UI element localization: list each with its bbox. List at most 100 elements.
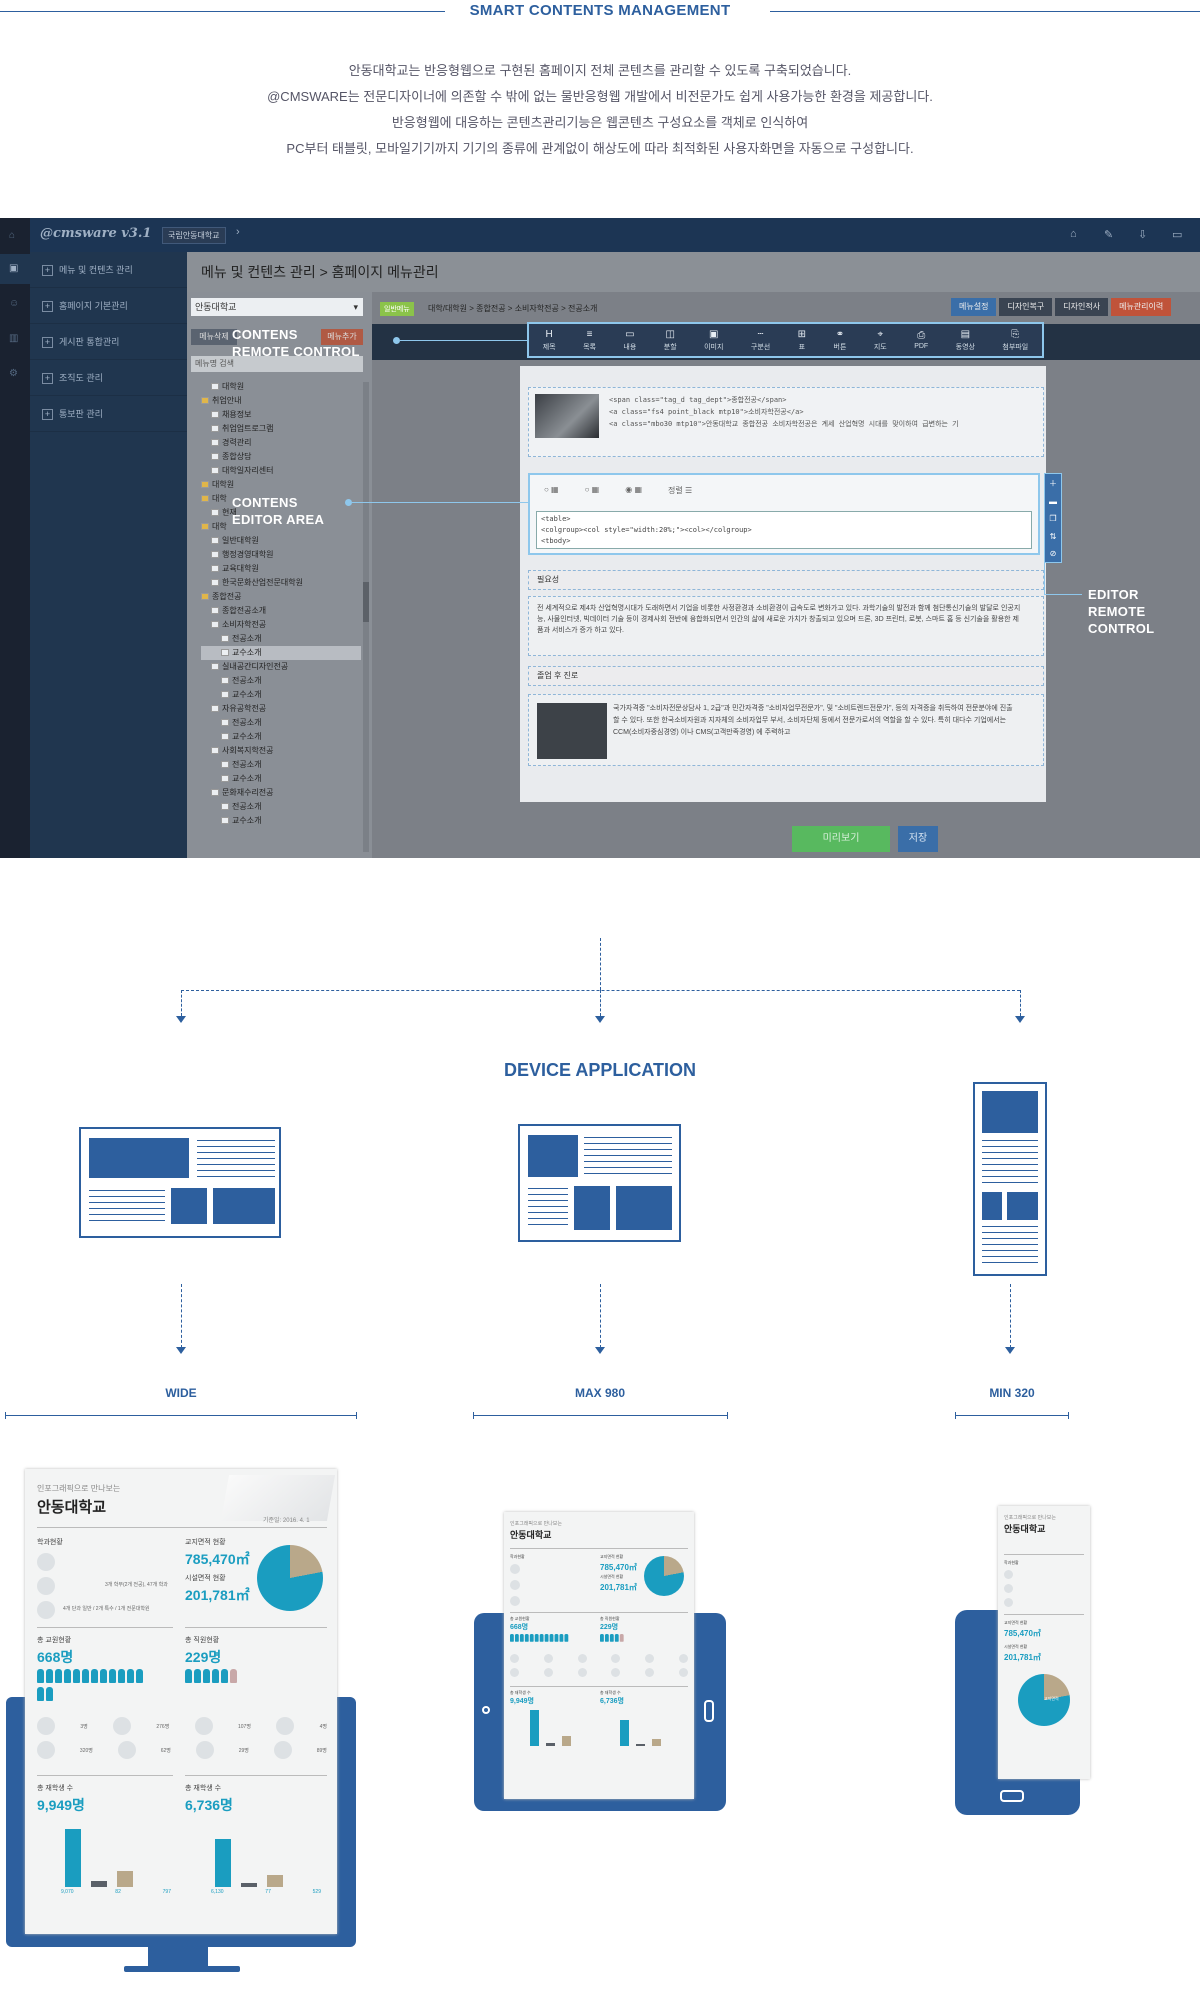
save-button[interactable]: 저장 (898, 826, 938, 852)
site-badge[interactable]: 국립안동대학교 (162, 227, 226, 244)
text-block[interactable]: 전 세계적으로 제4차 산업혁명시대가 도래하면서 기업을 비롯한 사정환경과 … (528, 596, 1044, 656)
folder-icon (201, 593, 209, 601)
tree-item[interactable]: 전공소개 (201, 632, 361, 646)
tree-item-label: 일반대학원 (222, 536, 259, 545)
tree-item[interactable]: 대학원 (201, 478, 361, 492)
toolbar-item[interactable]: ┄구분선 (751, 329, 770, 352)
home-icon[interactable]: ⌂ (1070, 228, 1077, 240)
stat-value: 201,781㎡ (185, 1587, 250, 1603)
tree-item[interactable]: 자유공학전공 (201, 702, 361, 716)
home-icon[interactable]: ⌂ (9, 230, 16, 241)
toolbar-item[interactable]: ◫분할 (664, 329, 677, 352)
tree-item[interactable]: 일반대학원 (201, 534, 361, 548)
radio-option[interactable]: ○ ▦ (584, 485, 600, 494)
stat-value: 9,949명 (37, 1797, 85, 1813)
edit-icon[interactable]: ✎ (1104, 229, 1114, 241)
align-option[interactable]: 정렬 ☰ (668, 486, 693, 495)
nav-item[interactable]: +게시판 통합관리 (30, 324, 187, 360)
tree-item[interactable]: 교수소개 (201, 814, 361, 828)
sort-icon[interactable]: ⇅ (1049, 531, 1057, 541)
code-editor[interactable]: <table> <colgroup><col style="width:20%;… (536, 511, 1032, 549)
content-block[interactable]: <span class="tag_d tag_dept">종합전공</span>… (528, 387, 1044, 457)
menu-search-input[interactable]: 메뉴명 검색 (191, 356, 363, 372)
tree-item-label: 전공소개 (232, 802, 262, 811)
stat-number: 3명 (80, 1723, 88, 1730)
radio-option[interactable]: ○ ▦ (544, 485, 559, 494)
toolbar-item[interactable]: ⎙PDF (914, 330, 928, 350)
delete-menu-button[interactable]: 메뉴삭제 (191, 329, 237, 345)
tree-item[interactable]: 채용정보 (201, 408, 361, 422)
section-heading-block[interactable]: 필요성 (528, 570, 1044, 590)
tree-scrollbar[interactable] (363, 382, 369, 852)
tree-item[interactable]: 종합전공 (201, 590, 361, 604)
bar-value: 797 (162, 1889, 171, 1895)
tree-item[interactable]: 사회복지학전공 (201, 744, 361, 758)
toolbar-item[interactable]: ⚭버튼 (834, 329, 847, 352)
tree-item[interactable]: 교수소개 (201, 772, 361, 786)
tree-item[interactable]: 현재 (201, 506, 361, 520)
tree-item[interactable]: 취업업트로그램 (201, 422, 361, 436)
tree-item[interactable]: 교수소개 (201, 730, 361, 744)
contents-editor-area[interactable]: ○ ▦ ○ ▦ ◉ ▦ 정렬 ☰ <table> <colgroup><col … (528, 473, 1040, 555)
nav-item[interactable]: +통보판 관리 (30, 396, 187, 432)
nav-item[interactable]: +홈페이지 기본관리 (30, 288, 187, 324)
tree-item[interactable]: 전공소개 (201, 758, 361, 772)
tree-item[interactable]: 대학일자리센터 (201, 464, 361, 478)
tree-item[interactable]: 취업안내 (201, 394, 361, 408)
image-text-block[interactable]: 국가자격증 "소비자전문상담사 1, 2급"과 민간자격증 "소비자업무전문가"… (528, 694, 1044, 766)
toolbar-item[interactable]: ▭내용 (623, 329, 636, 352)
tree-item[interactable]: 한국문화산업전문대학원 (201, 576, 361, 590)
preview-button[interactable]: 미리보기 (792, 826, 890, 852)
tree-item[interactable]: 대학원 (201, 380, 361, 394)
monitor-base (124, 1966, 240, 1972)
section-heading-block[interactable]: 졸업 후 진로 (528, 666, 1044, 686)
radio-option[interactable]: ◉ ▦ (625, 485, 643, 494)
area-pie-chart (1018, 1674, 1070, 1726)
menu-history-button[interactable]: 메뉴관리이력 (1111, 298, 1172, 316)
folder-icon[interactable]: ▣ (9, 263, 19, 274)
download-icon[interactable]: ⇩ (1138, 229, 1148, 241)
cancel-icon[interactable]: ⊘ (1049, 548, 1057, 558)
copy-icon[interactable]: ❐ (1049, 514, 1057, 524)
toolbar-item[interactable]: ▤동영상 (956, 329, 975, 352)
tree-item[interactable]: 실내공간디자인전공 (201, 660, 361, 674)
stat-number: 276명 (156, 1723, 170, 1730)
toolbar-item[interactable]: ⎘첨부파일 (1002, 329, 1028, 352)
monitor-icon[interactable]: ▭ (1172, 229, 1183, 241)
user-icon[interactable]: ☺ (9, 298, 20, 309)
tree-item[interactable]: 대학 (201, 492, 361, 506)
nav-item[interactable]: +조직도 관리 (30, 360, 187, 396)
tree-item[interactable]: 행정경영대학원 (201, 548, 361, 562)
toolbar-item[interactable]: ▣이미지 (704, 329, 723, 352)
menu-settings-button[interactable]: 메뉴설정 (951, 298, 997, 316)
gear-icon[interactable]: ⚙ (9, 368, 18, 379)
nav-item[interactable]: +메뉴 및 컨텐츠 관리 (30, 252, 187, 288)
tablet-camera (482, 1706, 490, 1714)
tree-item[interactable]: 전공소개 (201, 716, 361, 730)
bar (241, 1883, 257, 1887)
tree-item[interactable]: 경력관리 (201, 436, 361, 450)
tree-item[interactable]: 종합전공소개 (201, 604, 361, 618)
arrow-down-icon (176, 1347, 186, 1354)
tree-item[interactable]: 교육대학원 (201, 562, 361, 576)
tree-item[interactable]: 소비자학전공 (201, 618, 361, 632)
tree-item[interactable]: 교수소개 (201, 646, 361, 660)
add-menu-button[interactable]: 메뉴추가 (321, 329, 363, 345)
tree-item-label: 대학원 (212, 480, 235, 489)
tree-item[interactable]: 종합상담 (201, 450, 361, 464)
add-icon[interactable]: ＋ (1049, 479, 1057, 489)
chart-icon[interactable]: ▥ (9, 333, 19, 344)
toolbar-item[interactable]: ⊞표 (798, 329, 806, 352)
delete-icon[interactable]: ▬ (1049, 497, 1057, 507)
tree-item[interactable]: 교수소개 (201, 688, 361, 702)
design-apply-button[interactable]: 디자인적사 (1055, 298, 1109, 316)
tree-item[interactable]: 전공소개 (201, 800, 361, 814)
site-select[interactable]: 안동대학교▾ (191, 298, 363, 316)
tree-item[interactable]: 전공소개 (201, 674, 361, 688)
design-restore-button[interactable]: 디자인복구 (999, 298, 1053, 316)
toolbar-item[interactable]: ≡목록 (583, 329, 596, 352)
tree-item[interactable]: 대학 (201, 520, 361, 534)
tree-item[interactable]: 문화재수리전공 (201, 786, 361, 800)
toolbar-item[interactable]: ⌖지도 (874, 329, 887, 352)
